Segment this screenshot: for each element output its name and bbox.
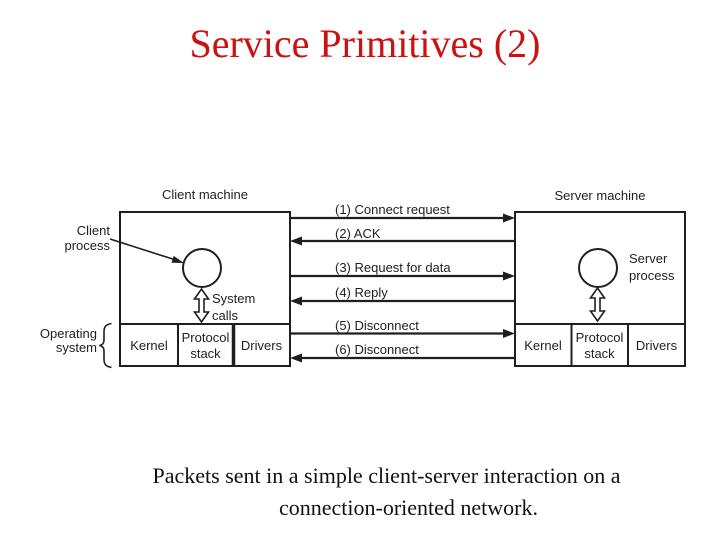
operating-system-label: Operating system xyxy=(39,326,97,355)
server-protocol-stack-cell: Protocol stack xyxy=(575,330,624,361)
message-arrow-6-left-icon xyxy=(290,353,515,363)
message-arrow-5-right-icon xyxy=(290,329,515,338)
message-arrow-1-right-icon xyxy=(290,213,515,223)
message-arrow-2-left-icon xyxy=(290,236,515,246)
message-label-2: (2) ACK xyxy=(335,226,381,241)
message-label-6: (6) Disconnect xyxy=(335,342,419,357)
client-machine-label: Client machine xyxy=(162,187,248,202)
message-arrow-4-left-icon xyxy=(290,296,515,306)
client-process-label: Client process xyxy=(64,223,110,253)
server-kernel-cell: Kernel xyxy=(524,338,562,353)
client-process-circle xyxy=(182,248,222,288)
slide-title: Service Primitives (2) xyxy=(189,21,541,66)
caption-line-1: Packets sent in a simple client-server i… xyxy=(152,463,621,488)
client-system-calls-double-arrow-icon xyxy=(192,287,211,324)
client-protocol-stack-cell: Protocol stack xyxy=(181,330,230,361)
message-label-5: (5) Disconnect xyxy=(335,318,419,333)
server-process-label: Server process xyxy=(629,251,675,283)
message-arrow-3-right-icon xyxy=(290,271,515,281)
server-process-circle xyxy=(578,248,618,288)
client-process-pointer-arrow xyxy=(109,238,184,263)
server-system-calls-double-arrow-icon xyxy=(588,286,607,323)
server-machine-label: Server machine xyxy=(554,188,646,203)
system-calls-label: System calls xyxy=(212,291,256,323)
message-label-3: (3) Request for data xyxy=(335,260,451,275)
client-kernel-cell: Kernel xyxy=(130,338,168,353)
operating-system-brace-icon xyxy=(99,322,112,369)
message-label-4: (4) Reply xyxy=(335,285,388,300)
caption-line-2: connection-oriented network. xyxy=(278,495,538,520)
message-label-1: (1) Connect request xyxy=(335,202,450,217)
client-machine-box xyxy=(119,211,291,367)
client-drivers-cell: Drivers xyxy=(240,338,283,353)
server-machine-box xyxy=(514,211,686,367)
server-drivers-cell: Drivers xyxy=(635,338,678,353)
